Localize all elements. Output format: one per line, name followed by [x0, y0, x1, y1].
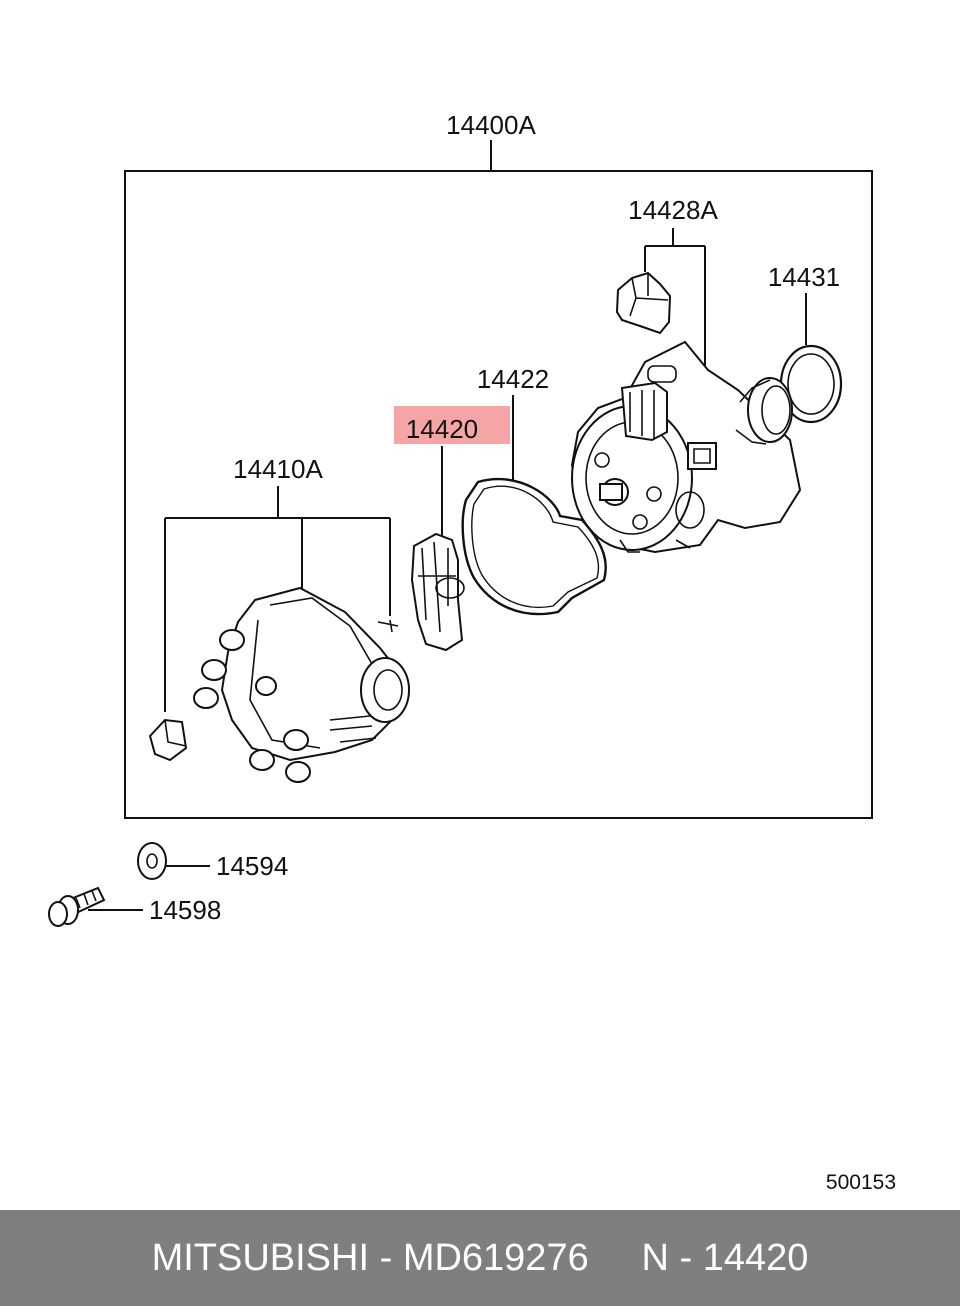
label-gasket[interactable]: 14422 [477, 364, 549, 394]
label-cap[interactable]: 14410A [233, 454, 323, 484]
label-washer[interactable]: 14594 [216, 851, 288, 881]
washer-part [137, 842, 167, 880]
label-bolt[interactable]: 14598 [149, 895, 221, 925]
footer-part-number: MD619276 [402, 1236, 589, 1279]
highlight-box [394, 406, 510, 444]
footer-separator: - [369, 1236, 403, 1279]
footer-gap [589, 1237, 642, 1280]
plug-part [615, 271, 672, 335]
distributor-cap-part [193, 586, 410, 783]
housing-kit-leader [644, 228, 706, 375]
footer-brand: MITSUBISHI [151, 1236, 370, 1279]
gasket-part [461, 477, 607, 616]
label-assembly[interactable]: 14400A [446, 110, 536, 140]
footer-prefix: N [641, 1236, 669, 1279]
label-sensor[interactable]: 14420 [406, 414, 478, 444]
cap-small-part [148, 718, 188, 762]
cap-leader [164, 486, 391, 712]
footer-separator-2: - [668, 1236, 703, 1279]
sensor-part [410, 532, 465, 652]
reference-code: 500153 [826, 1171, 896, 1194]
footer-bar: MITSUBISHI - MD619276 N - 14420 [0, 1210, 960, 1306]
label-o-ring[interactable]: 14431 [768, 262, 840, 292]
footer-number: 14420 [702, 1236, 809, 1279]
assembly-frame [124, 170, 873, 819]
bolt-part [48, 886, 106, 927]
label-housing-kit[interactable]: 14428A [628, 195, 718, 225]
distributor-housing-part [570, 340, 802, 554]
